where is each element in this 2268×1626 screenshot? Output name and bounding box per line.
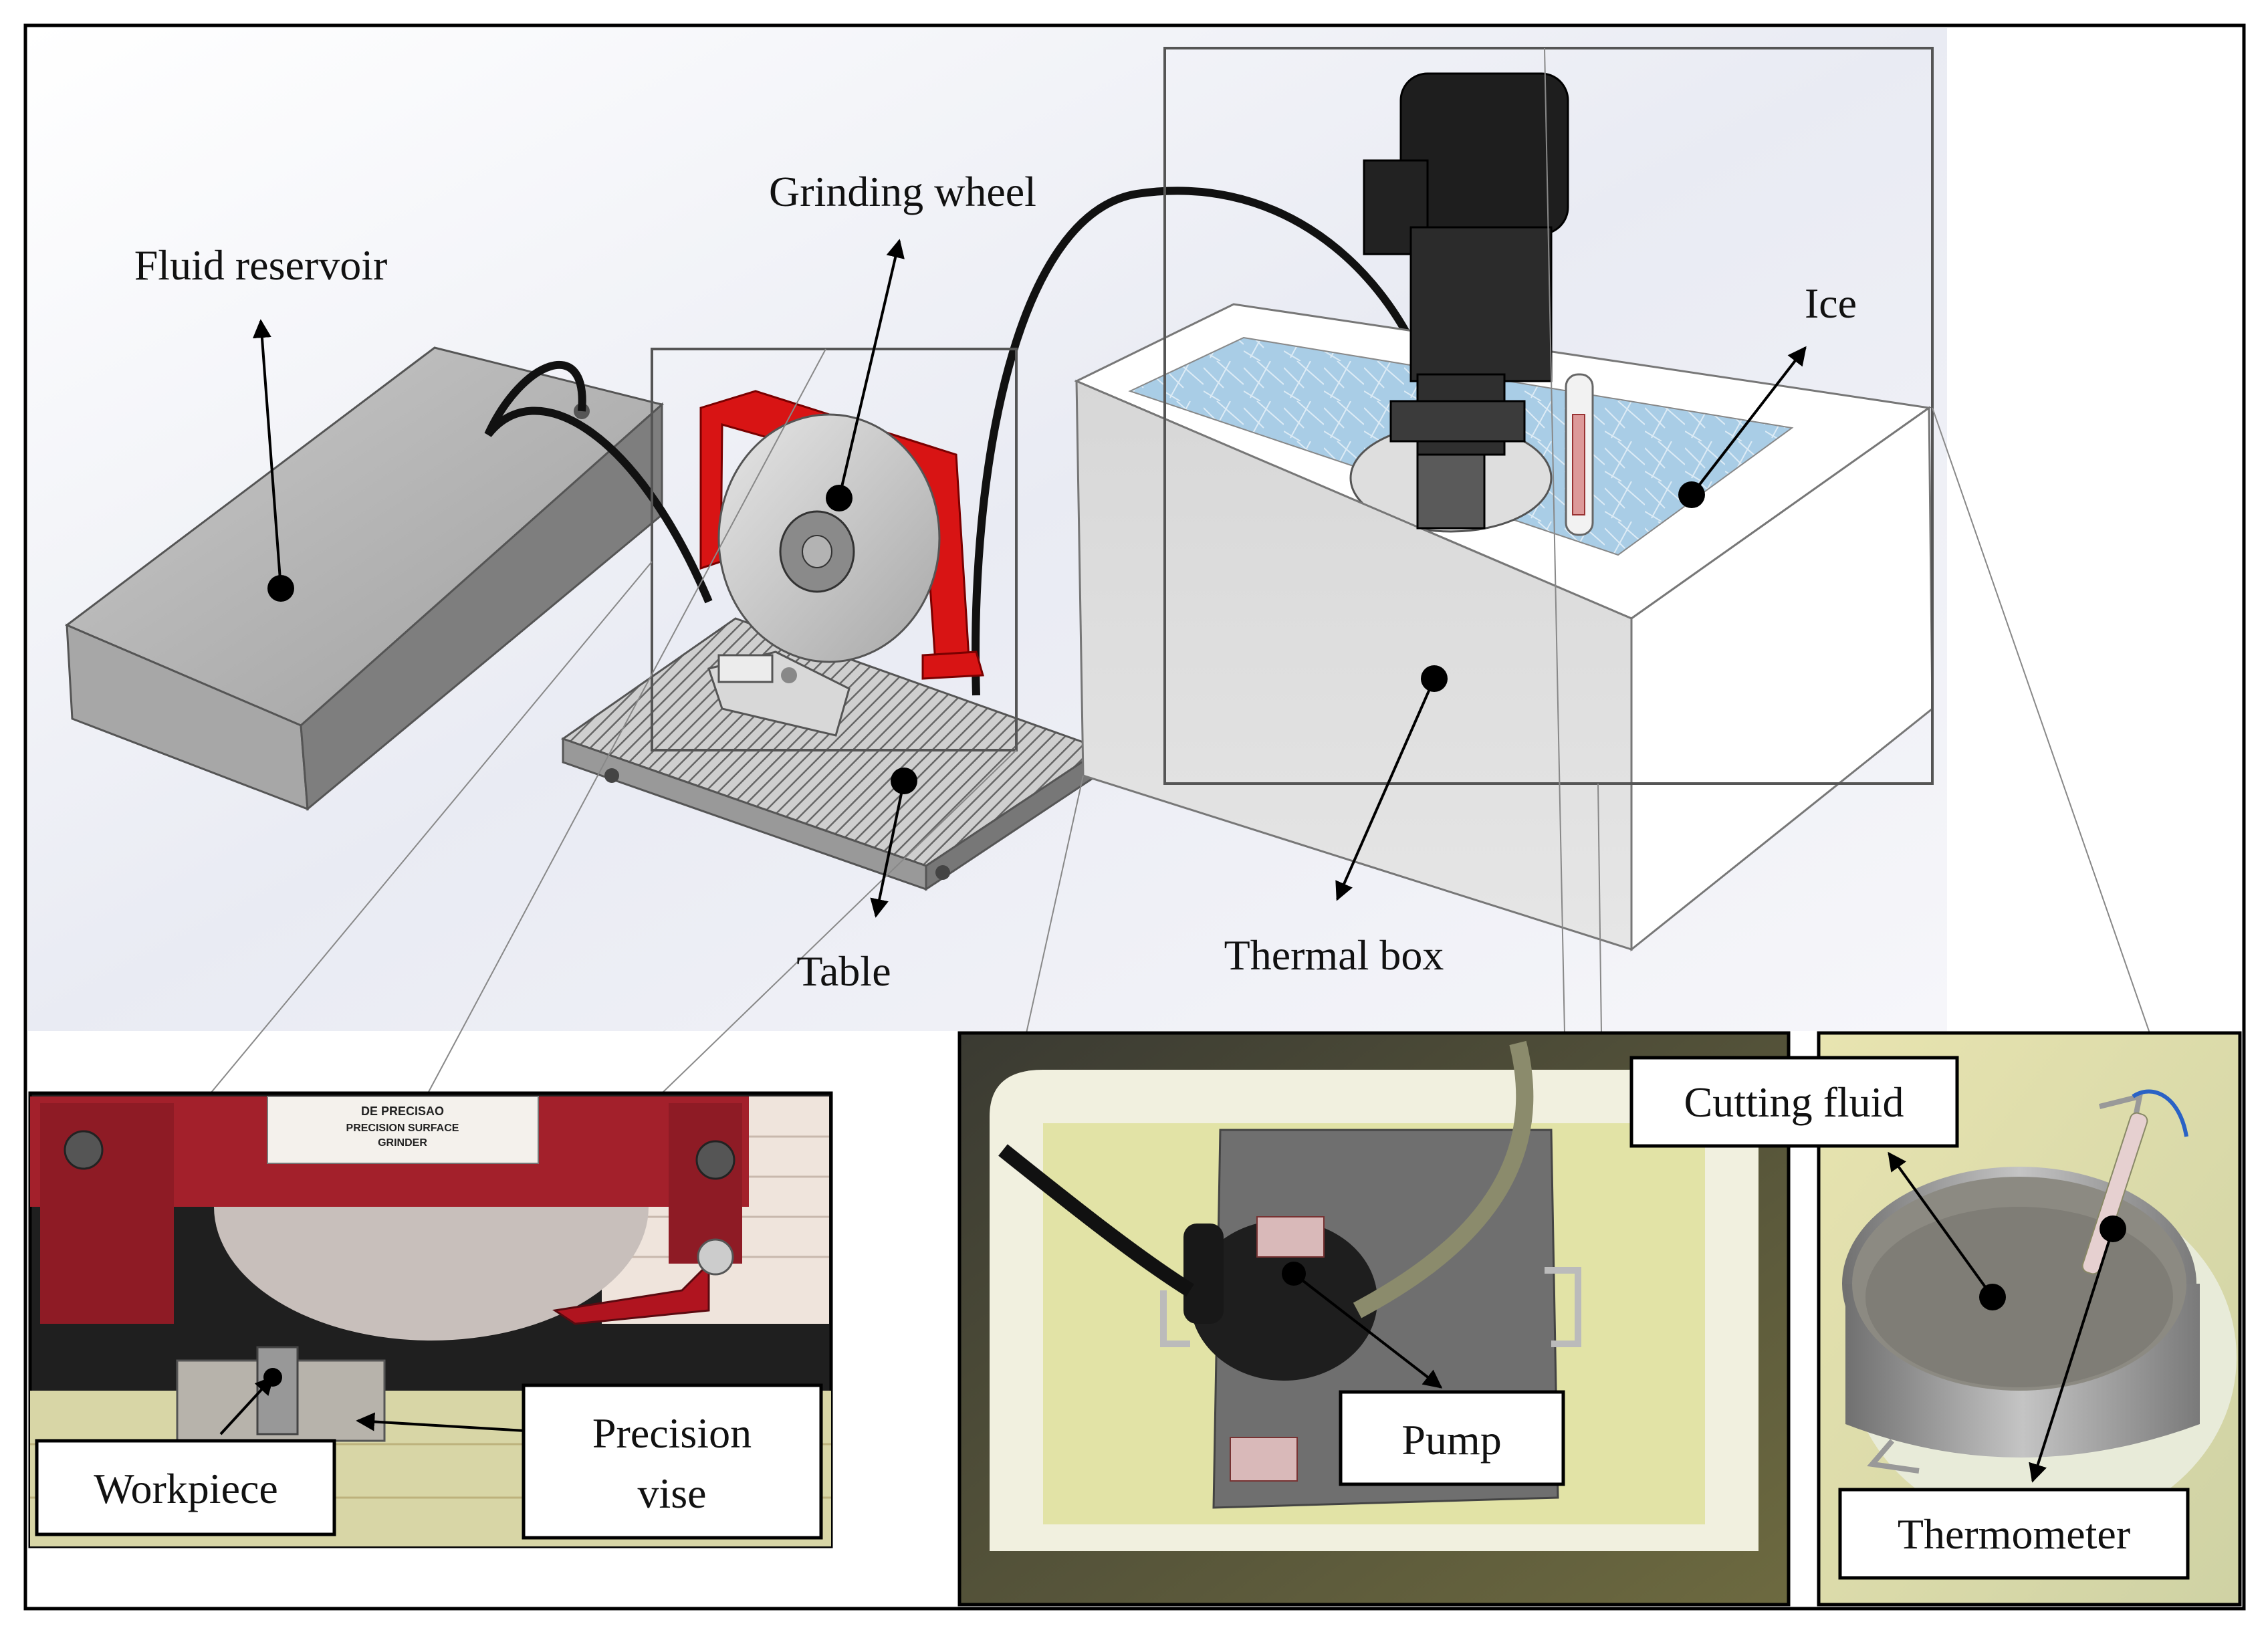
box-workpiece (35, 1439, 336, 1536)
box-thermometer (1838, 1488, 2190, 1580)
grinder-detail-frame (651, 348, 1018, 751)
label-precision-vise-line1: Precision (592, 1409, 752, 1457)
hose-pump (972, 187, 1422, 696)
label-fluid-reservoir: Fluid reservoir (134, 241, 388, 289)
box-cutting-fluid (1629, 1056, 1959, 1148)
thermal-box-model (1074, 303, 1934, 952)
label-pump: Pump (1401, 1416, 1501, 1464)
label-precision-vise-line2: vise (637, 1470, 706, 1517)
leader-lines (210, 47, 2150, 1094)
label-cutting-fluid: Cutting fluid (1684, 1078, 1904, 1126)
photo-annotations: Workpiece Precision vise Pump Cutting fl… (35, 1056, 2190, 1580)
fluid-reservoir (65, 346, 665, 811)
vise-model (707, 651, 850, 737)
label-grinding-wheel: Grinding wheel (769, 168, 1036, 215)
label-table: Table (796, 947, 891, 995)
label-ice: Ice (1805, 279, 1857, 327)
pump-motor-model (1363, 72, 1594, 536)
grinding-wheel-assembly (699, 390, 984, 680)
box-pump (1339, 1390, 1565, 1486)
machine-plate-line3: GRINDER (378, 1137, 427, 1149)
thermal-box-detail-frame (1163, 47, 1934, 785)
hose-reservoir (484, 360, 713, 604)
label-workpiece: Workpiece (94, 1465, 278, 1512)
box-precision-vise (522, 1383, 823, 1540)
grinder-table (560, 617, 1105, 891)
label-thermal-box: Thermal box (1224, 931, 1444, 979)
label-thermometer: Thermometer (1898, 1510, 2130, 1558)
machine-plate-line2: PRECISION SURFACE (346, 1123, 459, 1134)
annotations: Fluid reservoir Grinding wheel Ice Table… (134, 168, 1857, 995)
machine-plate-line1: DE PRECISAO (361, 1105, 444, 1118)
